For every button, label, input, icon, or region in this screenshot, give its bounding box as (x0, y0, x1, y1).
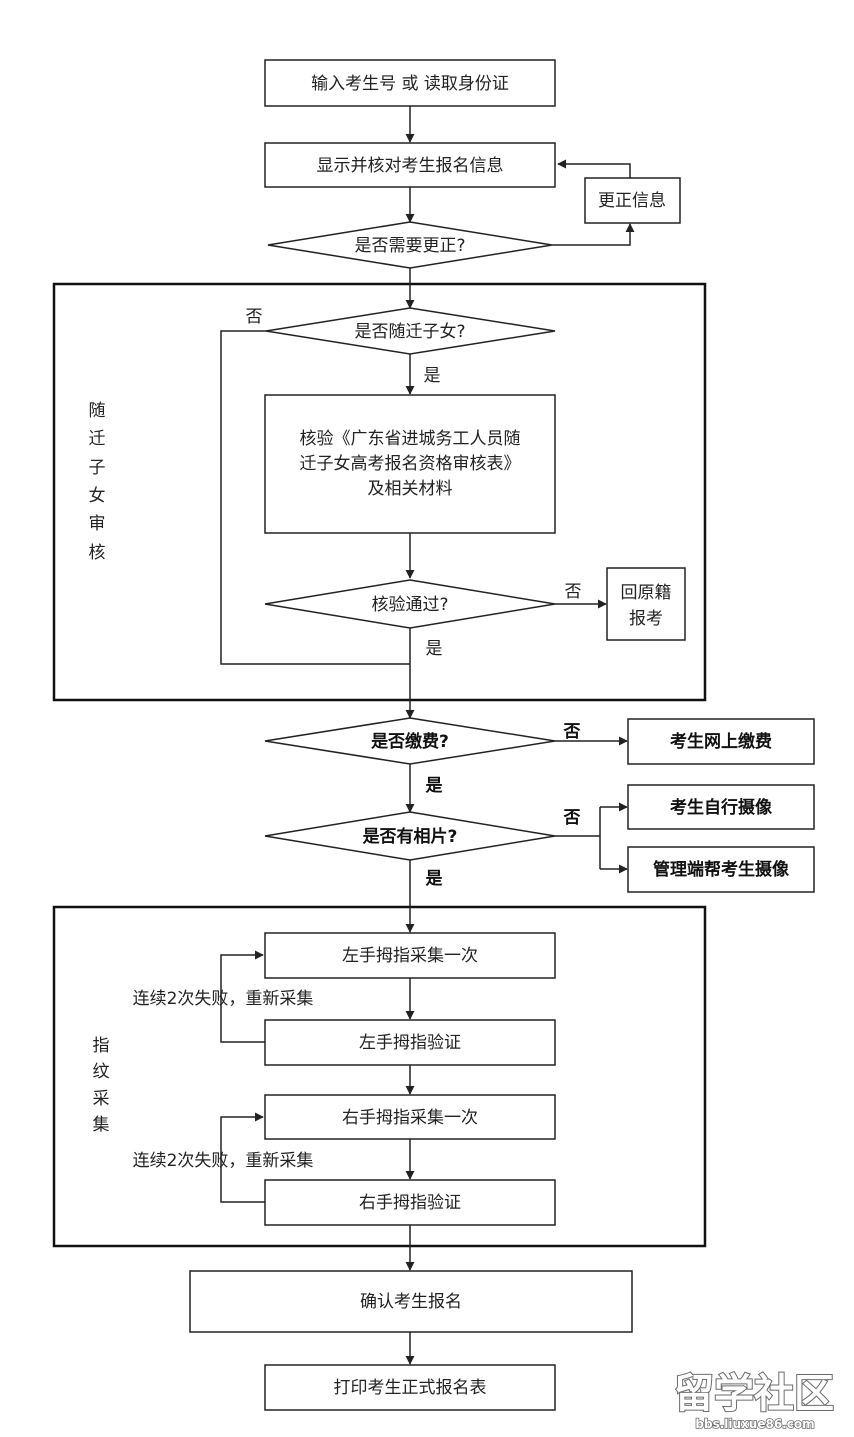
migrant-review-char: 女 (89, 486, 106, 506)
fingerprint-frame (52, 905, 707, 1248)
fingerprint-char: 采 (93, 1089, 110, 1109)
verify-box (264, 394, 556, 534)
migrant-review-frame (52, 282, 707, 702)
admin-photo-label: 管理端帮考生摄像 (653, 859, 790, 880)
print-box (264, 1364, 556, 1411)
left-collect-label: 左手拇指采集一次 (342, 946, 478, 966)
migrant-review-char: 随 (89, 401, 106, 421)
left-retry-label: 连续2次失败，重新采集 (133, 989, 314, 1009)
paid-yes-label: 是 (426, 776, 443, 796)
right-collect-box (264, 1094, 556, 1140)
display-box (264, 142, 556, 188)
migrant-review-char: 子 (89, 458, 106, 478)
need-correct-diamond (267, 221, 553, 269)
migrant-review-group-label: 随 迁 子 女 审 核 (89, 401, 106, 563)
has-photo-label: 是否有相片? (363, 826, 458, 847)
return-box (606, 567, 686, 641)
edge-left-retry (220, 950, 265, 1043)
confirm-label: 确认考生报名 (360, 1292, 462, 1312)
left-collect-box (264, 932, 556, 979)
confirm-box (189, 1270, 633, 1333)
verify-passed-diamond (264, 579, 556, 629)
paid-label: 是否缴费? (371, 731, 449, 752)
correct-info-label: 更正信息 (598, 191, 666, 211)
right-verify-box (264, 1179, 556, 1226)
edge-needcorrect-correctinfo (552, 223, 635, 246)
passed-yes-label: 是 (426, 639, 443, 659)
passed-no-label: 否 (565, 582, 582, 602)
fingerprint-char: 纹 (93, 1062, 110, 1082)
watermark-url: bbs.liuxue86.com (695, 1417, 814, 1431)
return-label-line2: 报考 (629, 609, 663, 629)
paid-no-label: 否 (563, 722, 581, 742)
verify-label-line3: 及相关材料 (368, 479, 453, 499)
left-verify-label: 左手拇指验证 (359, 1033, 461, 1053)
self-photo-label: 考生自行摄像 (669, 797, 773, 818)
fingerprint-char: 指 (93, 1036, 110, 1056)
need-correct-label: 是否需要更正? (354, 236, 465, 256)
has-photo-diamond (264, 811, 556, 861)
is-migrant-diamond (265, 307, 556, 355)
edge-right-retry (220, 1112, 265, 1203)
watermark-main: 留学社区 (674, 1371, 834, 1417)
admin-photo-box (627, 846, 815, 893)
return-label-line1: 回原籍 (621, 583, 672, 603)
fingerprint-char: 集 (93, 1115, 110, 1135)
migrant-review-char: 核 (89, 543, 106, 563)
photo-yes-label: 是 (426, 869, 443, 889)
right-collect-label: 右手拇指采集一次 (342, 1108, 478, 1128)
edge-correctinfo-display (557, 159, 631, 178)
verify-label-line1: 核验《广东省进城务工人员随 (300, 429, 521, 449)
self-photo-box (627, 784, 815, 830)
display-label: 显示并核对考生报名信息 (317, 156, 504, 176)
connectors (220, 106, 635, 1365)
is-migrant-label: 是否随迁子女? (354, 322, 465, 342)
migrant-yes-label: 是 (424, 366, 441, 386)
right-verify-label: 右手拇指验证 (359, 1193, 461, 1213)
fingerprint-group-label: 指 纹 采 集 (93, 1036, 110, 1135)
migrant-review-char: 审 (89, 514, 106, 534)
photo-no-label: 否 (563, 808, 581, 828)
migrant-review-char: 迁 (89, 429, 106, 449)
verify-passed-label: 核验通过? (371, 595, 448, 615)
input-label: 输入考生号 或 读取身份证 (311, 74, 509, 94)
edge-migrant-no-bypass (220, 330, 410, 665)
paid-diamond (264, 717, 556, 765)
input-box (264, 59, 556, 107)
right-retry-label: 连续2次失败，重新采集 (133, 1151, 314, 1171)
watermark: 留学社区 bbs.liuxue86.com (673, 1370, 835, 1432)
correct-info-box (584, 177, 681, 224)
verify-label-line2: 迁子女高考报名资格审核表》 (300, 454, 521, 474)
migrant-no-label: 否 (246, 307, 263, 327)
online-pay-label: 考生网上缴费 (669, 731, 772, 752)
left-verify-box (264, 1019, 556, 1066)
print-label: 打印考生正式报名表 (334, 1378, 487, 1398)
online-pay-box (627, 718, 815, 765)
